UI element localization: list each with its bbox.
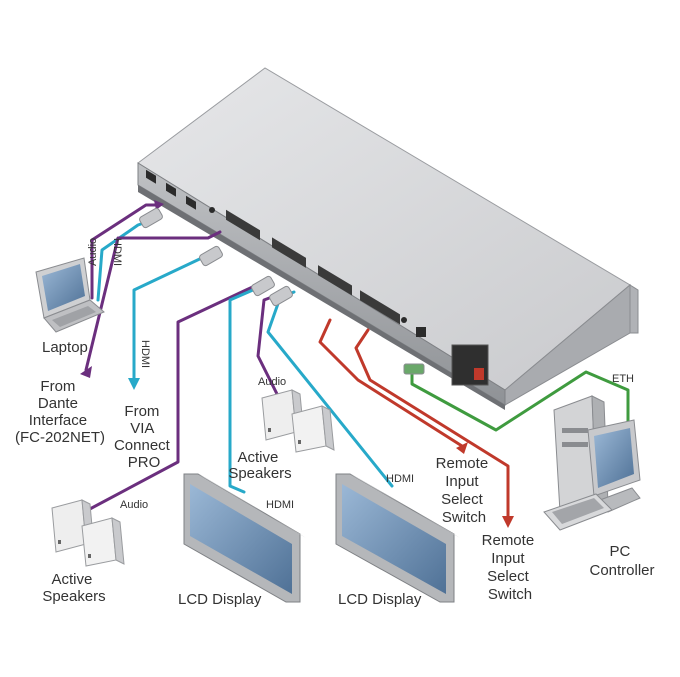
cable-hdmi-display-1	[228, 284, 264, 494]
rear-panel-connectors	[146, 169, 489, 386]
arrow-remote-1	[456, 442, 468, 454]
arrow-remote-2	[502, 516, 514, 528]
label-from-dante: From Dante Interface (FC-202NET)	[15, 378, 105, 446]
active-speakers-mid	[261, 389, 335, 453]
cable-plugs	[139, 207, 425, 375]
label-hdmi-laptop: HDMI	[111, 238, 123, 266]
label-lcd-display-1: LCD Display	[178, 591, 262, 608]
switcher-device	[137, 67, 639, 410]
label-laptop: Laptop	[42, 339, 88, 356]
label-pc-controller: PC Controller	[589, 543, 654, 579]
arrow-dante	[80, 366, 92, 378]
cable-eth	[410, 368, 630, 442]
label-hdmi-display-1: HDMI	[266, 499, 294, 511]
cable-audio-mid-speakers	[256, 292, 286, 410]
label-audio-laptop: Audio	[87, 238, 99, 266]
label-remote-switch-1: Remote Input Select Switch	[436, 455, 493, 526]
label-from-via: From VIA Connect PRO	[114, 403, 174, 471]
label-active-speakers-left: Active Speakers	[42, 571, 105, 605]
arrow-audio-laptop	[154, 200, 164, 210]
cable-audio-dante	[84, 230, 222, 372]
label-audio-left: Audio	[120, 499, 148, 511]
label-hdmi-display-2: HDMI	[386, 473, 414, 485]
lcd-display-2	[335, 473, 460, 603]
arrow-via	[128, 378, 140, 390]
label-lcd-display-2: LCD Display	[338, 591, 422, 608]
cable-audio-laptop	[90, 203, 162, 300]
laptop	[35, 257, 105, 333]
cable-remote-switch-2	[354, 328, 510, 522]
label-hdmi-via: HDMI	[139, 340, 151, 368]
labels: Laptop Audio HDMI HDMI From Dante Interf…	[15, 238, 655, 608]
label-audio-mid: Audio	[258, 376, 286, 388]
label-eth: ETH	[612, 373, 634, 385]
cable-remote-switch-1	[318, 318, 464, 448]
label-remote-switch-2: Remote Input Select Switch	[482, 532, 539, 603]
pc-controller	[543, 395, 641, 531]
active-speakers-left	[51, 499, 125, 567]
lcd-display-1	[183, 473, 306, 603]
label-active-speakers-mid: Active Speakers	[228, 449, 291, 482]
